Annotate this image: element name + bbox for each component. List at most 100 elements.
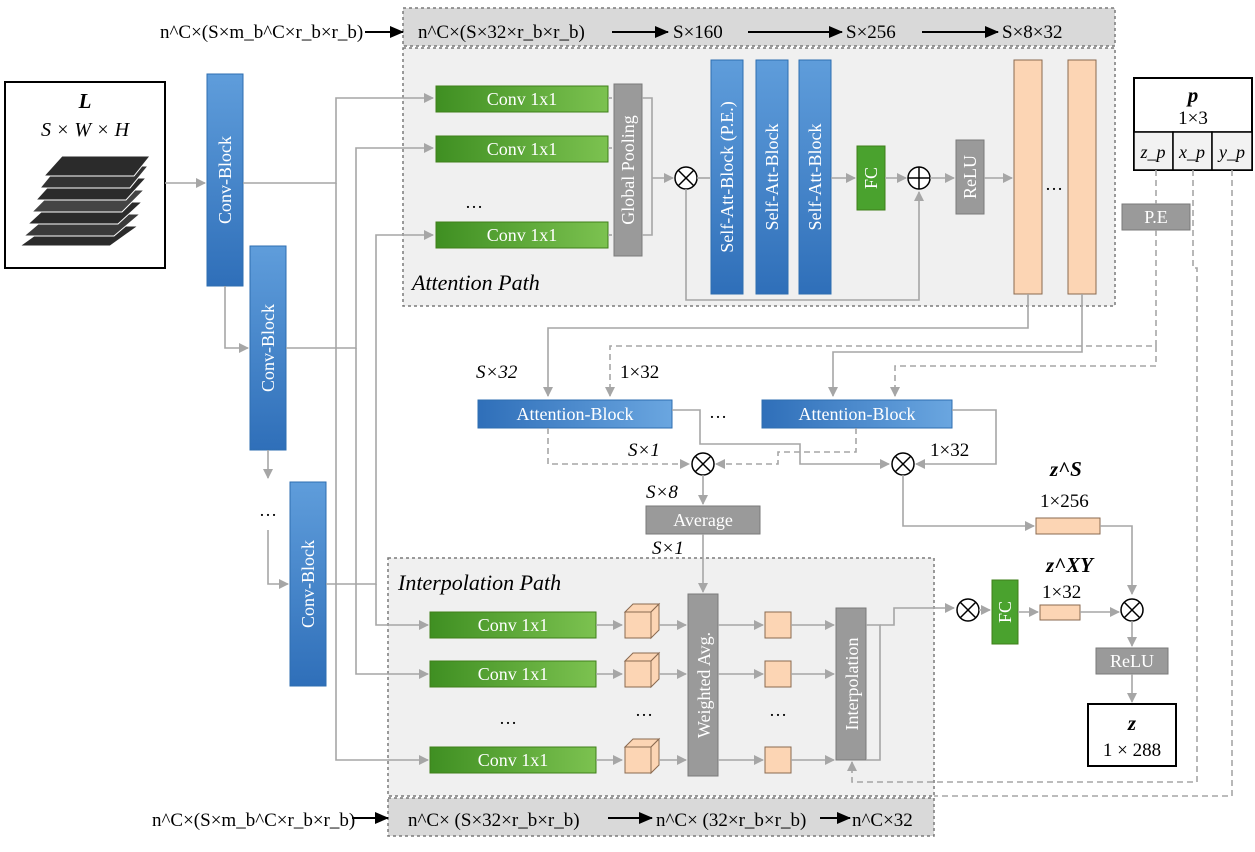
att-fc-label: FC: [861, 167, 881, 189]
att-conv-1-label: Conv 1x1: [487, 89, 558, 109]
attention-block-ellipsis: …: [709, 402, 727, 422]
att-conv-ellipsis: …: [465, 192, 483, 212]
att-relu: [955, 139, 985, 215]
interp-conv-ellipsis: …: [499, 708, 517, 728]
global-pooling: [613, 83, 643, 257]
position-z-cell: [1133, 131, 1174, 171]
pooled-ellipsis: …: [769, 700, 787, 720]
interp-conv-2: [429, 660, 597, 688]
features-multiply-icon: [891, 452, 915, 476]
conv-block-1: [206, 73, 244, 287]
conv-block-3-label: Conv-Block: [298, 540, 318, 628]
position-y: y_p: [1217, 142, 1245, 162]
position-x: x_p: [1178, 142, 1205, 162]
pooled-feature-1: [764, 611, 792, 639]
position-title: p: [1186, 83, 1199, 107]
bottom-stage-3: n^C×32: [852, 810, 913, 831]
image-stack-icon: [18, 155, 152, 247]
interpolation-box: [835, 607, 867, 761]
attention-add-icon: [907, 166, 931, 190]
zs-name: z^S: [1049, 457, 1082, 481]
self-att-block-pe: [710, 59, 744, 295]
interp-conv-3: [429, 746, 597, 774]
att-conv-2: [435, 135, 609, 163]
interp-conv-3-label: Conv 1x1: [478, 750, 549, 770]
position-y-cell: [1211, 131, 1253, 171]
attention-path-title: Attention Path: [410, 270, 540, 295]
conv-block-2-label: Conv-Block: [258, 304, 278, 392]
attention-block-1-label: Attention-Block: [517, 404, 634, 424]
label-s1-top: S×1: [628, 440, 660, 461]
average-box: [645, 505, 761, 535]
zxy-dims: 1×32: [1042, 582, 1081, 603]
label-s1-bottom: S×1: [652, 538, 684, 559]
att-relu-label: ReLU: [960, 155, 980, 199]
output-relu-label: ReLU: [1110, 651, 1154, 671]
conv-block-1-label: Conv-Block: [215, 136, 235, 224]
input-title: L: [78, 89, 92, 113]
self-att-block-pe-label: Self-Att-Block (P.E.): [717, 101, 738, 252]
att-feature-2: [1067, 59, 1097, 295]
att-conv-2-label: Conv 1x1: [487, 139, 558, 159]
top-stage-1: n^C×(S×32×r_b×r_b): [418, 22, 585, 43]
att-fc: [856, 145, 886, 211]
output-fc-label: FC: [995, 601, 1015, 623]
weighted-avg-label: Weighted Avg.: [694, 632, 714, 738]
cube-ellipsis: …: [635, 700, 653, 720]
zs-dims: 1×256: [1040, 491, 1089, 512]
average-label: Average: [673, 510, 733, 530]
top-stage-3: S×256: [846, 22, 896, 43]
position-z: z_p: [1139, 142, 1165, 162]
interp-conv-1-label: Conv 1x1: [478, 615, 549, 635]
feature-cube-2: [623, 651, 661, 689]
att-feature-ellipsis: …: [1045, 174, 1063, 194]
att-conv-3-label: Conv 1x1: [487, 225, 558, 245]
interp-conv-2-label: Conv 1x1: [478, 664, 549, 684]
attention-multiply-icon: [674, 166, 698, 190]
top-input-shape: n^C×(S×m_b^C×r_b×r_b): [160, 22, 363, 43]
zxy-vector: [1039, 604, 1081, 621]
label-s8: S×8: [646, 482, 678, 503]
pooled-feature-3: [764, 746, 792, 774]
output-title: z: [1127, 711, 1137, 735]
attention-block-2-label: Attention-Block: [799, 404, 916, 424]
output-dims: 1 × 288: [1103, 740, 1161, 761]
zxy-name: z^XY: [1045, 553, 1095, 577]
global-pooling-label: Global Pooling: [618, 115, 638, 225]
self-att-block-1: [755, 59, 789, 295]
output-multiply-icon: [956, 598, 980, 622]
bottom-stage-2: n^C× (32×r_b×r_b): [656, 810, 806, 831]
bottom-stage-1: n^C× (S×32×r_b×r_b): [408, 810, 580, 831]
att-feature-1: [1013, 59, 1043, 295]
interpolation-path-title: Interpolation Path: [397, 570, 561, 595]
final-multiply-icon: [1120, 598, 1144, 622]
self-att-block-2: [798, 59, 832, 295]
top-stage-4: S×8×32: [1002, 22, 1063, 43]
conv-block-3: [289, 481, 327, 687]
top-stage-2: S×160: [673, 22, 723, 43]
weights-multiply-icon: [691, 452, 715, 476]
label-1x32-left: 1×32: [620, 362, 659, 383]
input-dims: S × W × H: [41, 119, 131, 141]
conv-block-ellipsis: …: [259, 500, 277, 520]
output-box: [1087, 703, 1177, 767]
self-att-block-1-label: Self-Att-Block: [762, 124, 782, 231]
feature-cube-1: [623, 602, 661, 640]
pooled-feature-2: [764, 660, 792, 688]
interpolation-label: Interpolation: [842, 638, 862, 731]
conv-block-2: [249, 245, 287, 451]
interp-conv-1: [429, 611, 597, 639]
zs-vector: [1035, 517, 1101, 535]
self-att-block-2-label: Self-Att-Block: [805, 124, 825, 231]
position-dims: 1×3: [1178, 108, 1208, 129]
weighted-avg: [687, 593, 719, 777]
bottom-input-shape: n^C×(S×m_b^C×r_b×r_b): [152, 810, 355, 831]
att-conv-3: [435, 221, 609, 249]
label-s32: S×32: [476, 362, 518, 383]
feature-cube-3: [623, 737, 661, 775]
label-1x32-right: 1×32: [930, 440, 969, 461]
output-relu: [1095, 647, 1169, 675]
pe-label: P.E: [1144, 207, 1168, 227]
att-conv-1: [435, 85, 609, 113]
